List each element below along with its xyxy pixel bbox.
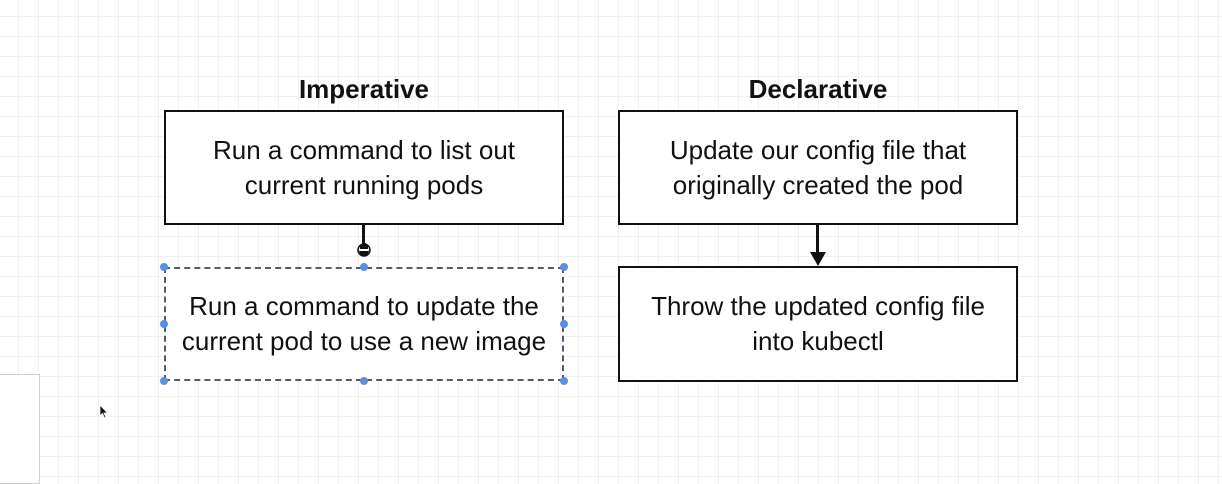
- declarative-heading: Declarative: [748, 74, 888, 104]
- imperative-connector-line[interactable]: [362, 225, 365, 255]
- resize-handle-right[interactable]: [560, 320, 568, 328]
- side-panel: [0, 374, 40, 484]
- declarative-arrow-head: [810, 252, 826, 266]
- declarative-step-1-label: Update our config file that originally c…: [669, 134, 967, 200]
- declarative-step-2-box[interactable]: Throw the updated config file into kubec…: [618, 266, 1018, 382]
- declarative-connector-line[interactable]: [816, 225, 819, 253]
- mouse-pointer-icon: [99, 403, 109, 420]
- resize-handle-bottom-right[interactable]: [560, 377, 568, 385]
- imperative-step-2-label: Run a command to update the current pod …: [181, 291, 547, 356]
- imperative-step-2-box[interactable]: Run a command to update the current pod …: [164, 267, 564, 381]
- imperative-heading: Imperative: [298, 74, 430, 104]
- resize-handle-bottom[interactable]: [360, 377, 368, 385]
- resize-handle-left[interactable]: [160, 320, 168, 328]
- resize-handle-top-left[interactable]: [160, 263, 168, 271]
- declarative-step-1-box[interactable]: Update our config file that originally c…: [618, 110, 1018, 225]
- imperative-step-1-box[interactable]: Run a command to list out current runnin…: [164, 110, 564, 225]
- resize-handle-top[interactable]: [360, 263, 368, 271]
- imperative-step-1-label: Run a command to list out current runnin…: [212, 134, 516, 200]
- declarative-step-2-label: Throw the updated config file into kubec…: [651, 291, 985, 356]
- resize-handle-top-right[interactable]: [560, 263, 568, 271]
- connection-hover-icon[interactable]: [354, 240, 374, 260]
- resize-handle-bottom-left[interactable]: [160, 377, 168, 385]
